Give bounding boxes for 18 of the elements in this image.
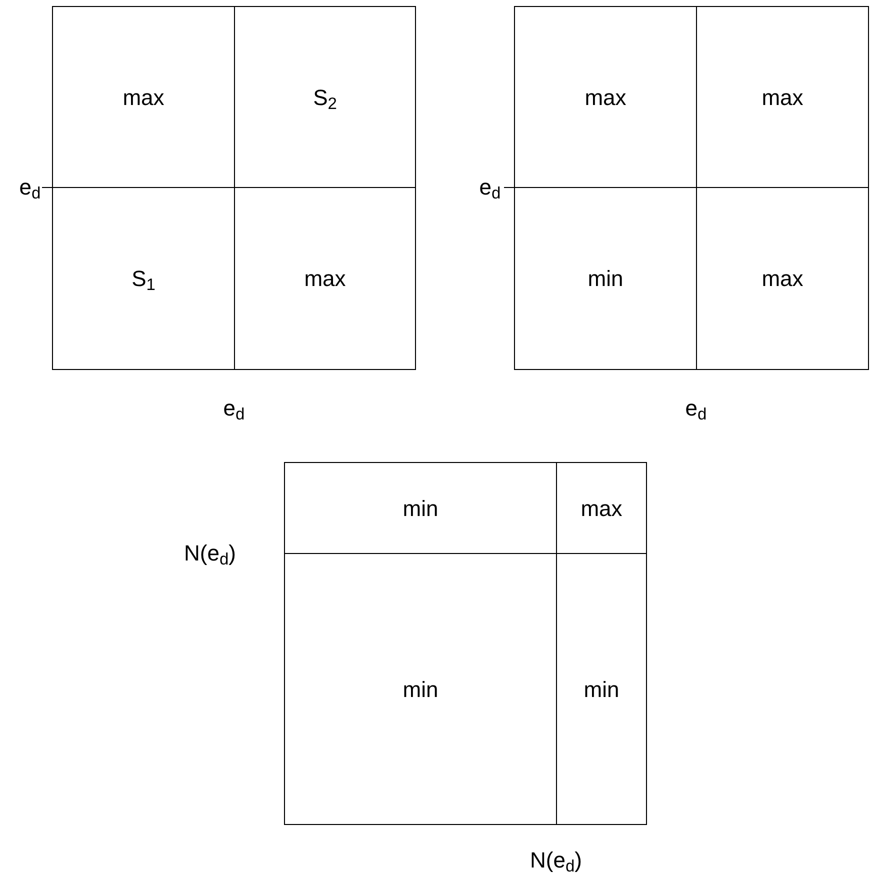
cell-text: max bbox=[304, 265, 346, 293]
cell-text: min bbox=[584, 676, 620, 704]
cell-text: max bbox=[762, 265, 804, 293]
axis-label: e$_{d}$ bbox=[479, 174, 501, 204]
axis-label: e$_{d}$ bbox=[685, 394, 707, 424]
cell-text: min bbox=[402, 676, 438, 704]
cell-text: max bbox=[580, 494, 622, 522]
axis-label: e$_{d}$ bbox=[19, 174, 41, 204]
cell-text: S$_{2}$ bbox=[313, 84, 337, 114]
cell-text: S$_{1}$ bbox=[132, 265, 156, 295]
axis-label: N(e$_{d}$) bbox=[530, 846, 582, 876]
cell-text: min bbox=[588, 265, 624, 293]
cell-text: min bbox=[402, 494, 438, 522]
cell-text: max bbox=[122, 84, 164, 112]
axis-label: N(e$_{d}$) bbox=[184, 540, 236, 570]
cell-text: max bbox=[584, 84, 626, 112]
axis-label: e$_{d}$ bbox=[223, 394, 245, 424]
cell-text: max bbox=[762, 84, 804, 112]
